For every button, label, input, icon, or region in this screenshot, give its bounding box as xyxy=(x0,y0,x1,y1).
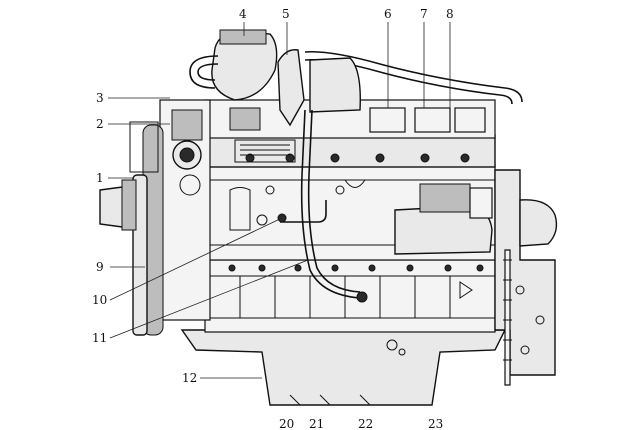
flywheel-gear xyxy=(504,249,511,386)
intake-pipe xyxy=(304,50,523,103)
turbo-air-duct xyxy=(189,55,219,89)
water-pump xyxy=(171,109,203,141)
oil-pan-plug xyxy=(386,339,398,351)
dipstick-tube xyxy=(300,109,361,299)
label-9: 9 xyxy=(96,260,104,274)
crankcase-bolts xyxy=(228,264,484,272)
label-7: 7 xyxy=(420,7,428,21)
label-2: 2 xyxy=(96,117,104,131)
label-8: 8 xyxy=(446,7,454,21)
leader-lines xyxy=(108,22,451,379)
label-4: 4 xyxy=(239,7,247,21)
flywheel-teeth xyxy=(503,259,512,361)
aftercooler xyxy=(309,57,361,113)
breather-pipe xyxy=(280,200,327,223)
label-23: 23 xyxy=(428,417,443,430)
oil-pan xyxy=(180,329,507,406)
crankcase-ribs xyxy=(239,276,451,318)
label-22: 22 xyxy=(358,417,373,430)
label-5: 5 xyxy=(282,7,290,21)
label-10: 10 xyxy=(92,293,107,307)
label-11: 11 xyxy=(92,331,107,345)
callout-labels: 1 2 3 4 5 6 7 8 9 10 11 12 20 21 22 23 xyxy=(92,7,454,430)
label-21: 21 xyxy=(309,417,324,430)
oil-filler xyxy=(356,291,368,303)
label-6: 6 xyxy=(384,7,392,21)
turbo-elbow xyxy=(277,49,305,127)
turbo-outlet xyxy=(219,29,267,45)
label-3: 3 xyxy=(96,91,104,105)
head-bolts xyxy=(245,153,470,163)
label-1: 1 xyxy=(96,171,104,185)
label-12: 12 xyxy=(182,371,197,385)
label-20: 20 xyxy=(279,417,294,430)
